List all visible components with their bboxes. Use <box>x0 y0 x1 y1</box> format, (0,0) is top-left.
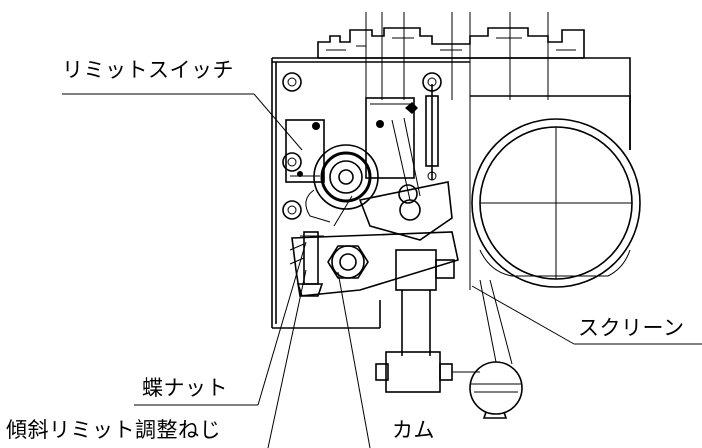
label-cam: カム <box>392 418 435 442</box>
limit-switch <box>285 97 418 183</box>
top-rail <box>317 12 585 100</box>
label-screen: スクリーン <box>578 316 685 340</box>
pulley <box>469 279 523 419</box>
linkage-arm <box>333 117 453 241</box>
lower-link <box>375 249 480 393</box>
label-limit-switch: リミットスイッチ <box>62 58 234 82</box>
shaft-hub <box>305 144 379 223</box>
cam-assembly <box>289 231 459 297</box>
label-wing-nut: 蝶ナット <box>142 376 228 400</box>
leader-lines <box>62 93 702 448</box>
spring <box>425 84 439 181</box>
screen-roll <box>470 95 641 288</box>
base-plate <box>271 57 631 329</box>
label-tilt-limit-screw: 傾斜リミット調整ねじ <box>6 418 221 442</box>
